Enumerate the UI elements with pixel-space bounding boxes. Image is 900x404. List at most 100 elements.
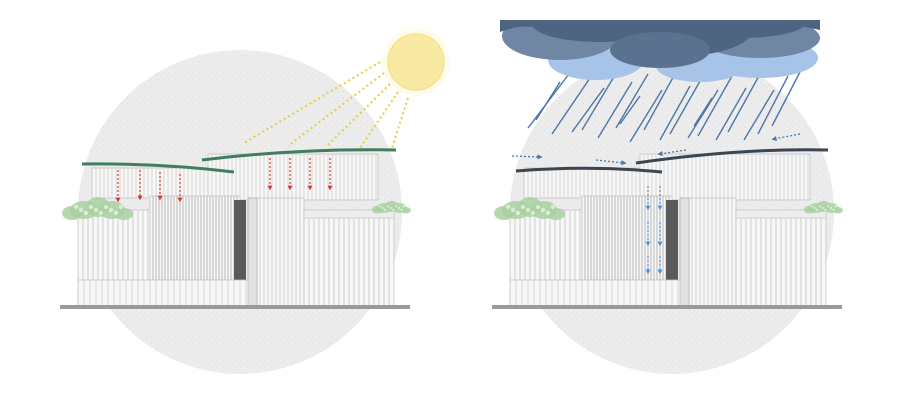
airflow-arrow bbox=[511, 154, 543, 160]
shrub-leaf bbox=[530, 210, 536, 216]
shrub-leaf bbox=[550, 204, 556, 210]
storm-cloud bbox=[500, 0, 820, 82]
rain-streak bbox=[715, 87, 747, 141]
shrub-leaf bbox=[98, 210, 104, 216]
base-band-panel bbox=[509, 279, 681, 307]
shrub-leaf bbox=[535, 204, 541, 210]
door-jamb bbox=[247, 197, 258, 307]
right-wing-lintel bbox=[735, 209, 827, 219]
shrub-leaf bbox=[108, 207, 114, 213]
rain-streak bbox=[551, 77, 591, 135]
green-roof bbox=[201, 148, 397, 162]
airflow-arrow bbox=[595, 159, 627, 166]
rain-streak bbox=[693, 97, 713, 127]
shrub-leaf bbox=[818, 205, 822, 208]
shrub-leaf bbox=[386, 205, 390, 208]
rain-streak bbox=[743, 89, 775, 141]
shrub-leaf bbox=[400, 208, 403, 211]
rain-streak bbox=[757, 75, 789, 135]
shrub-leaf bbox=[525, 207, 531, 213]
rain-streak bbox=[629, 89, 663, 143]
shrub-leaf bbox=[505, 204, 511, 210]
sun-disc bbox=[387, 33, 445, 91]
heat-arrows bbox=[115, 158, 333, 203]
shrub bbox=[803, 205, 815, 214]
cloud-top bbox=[500, 0, 820, 20]
rain-streak bbox=[619, 95, 641, 125]
shrub-leaf bbox=[378, 205, 381, 208]
shrub-leaf bbox=[389, 206, 392, 210]
sun-ray bbox=[243, 61, 381, 144]
cloud-top-edge bbox=[520, 20, 820, 30]
shrub-leaf bbox=[832, 208, 835, 211]
rain-streak bbox=[597, 81, 633, 139]
upper-band-right-panel bbox=[639, 153, 811, 201]
sun-ray bbox=[287, 72, 385, 147]
shrub-leaf bbox=[113, 210, 119, 216]
shrub-leaf bbox=[118, 204, 124, 210]
shrub-leaf bbox=[520, 204, 526, 210]
sun bbox=[380, 26, 452, 98]
shrub-leaf bbox=[824, 208, 827, 211]
shrub bbox=[401, 206, 411, 214]
shrub bbox=[62, 206, 82, 220]
sun-ray bbox=[359, 91, 399, 149]
green-roof bbox=[81, 162, 235, 174]
rain-streak bbox=[697, 75, 733, 137]
shrub-leaf bbox=[381, 206, 384, 210]
airflow-arrow bbox=[771, 133, 801, 142]
rain-streak bbox=[615, 73, 649, 129]
roof bbox=[515, 166, 663, 174]
shrub-leaf bbox=[83, 210, 89, 216]
house-facade bbox=[60, 153, 411, 309]
rain-streak bbox=[771, 71, 801, 127]
shrub bbox=[833, 206, 843, 214]
door-jamb bbox=[679, 197, 690, 307]
base-band-panel bbox=[77, 279, 249, 307]
rain-streak bbox=[581, 69, 619, 131]
shrub-leaf bbox=[88, 204, 94, 210]
house-facade bbox=[492, 153, 843, 309]
shrub-leaf bbox=[394, 205, 398, 208]
shrub-leaf bbox=[403, 205, 406, 208]
shrub bbox=[371, 205, 383, 214]
shrub bbox=[115, 208, 133, 220]
shrub-leaf bbox=[826, 205, 830, 208]
rain-streak bbox=[571, 87, 605, 133]
shrub-leaf bbox=[815, 208, 819, 211]
rain-streak bbox=[669, 73, 705, 135]
shrub-leaf bbox=[383, 208, 387, 211]
upper-band-right-panel bbox=[207, 153, 379, 201]
sun-panel bbox=[60, 26, 452, 374]
dark-slot bbox=[234, 200, 246, 280]
shrub-leaf bbox=[545, 210, 551, 216]
rain-streak bbox=[727, 73, 761, 133]
roof bbox=[635, 148, 829, 165]
shrub-leaf bbox=[829, 206, 833, 210]
shrub-leaf bbox=[821, 206, 824, 210]
rain-streaks bbox=[527, 69, 801, 143]
shrub-leaf bbox=[103, 204, 109, 210]
rain-streak bbox=[687, 89, 719, 139]
shrub-leaf bbox=[392, 208, 395, 211]
airflow-arrows bbox=[511, 133, 801, 166]
shrub-leaf bbox=[93, 207, 99, 213]
shrub-leaf bbox=[810, 205, 813, 208]
rain-panel bbox=[492, 0, 843, 374]
rain-streak bbox=[535, 81, 561, 121]
shrub-leaf bbox=[73, 204, 79, 210]
rain-streak bbox=[643, 71, 677, 131]
shrub-leaf bbox=[515, 210, 521, 216]
dark-slot bbox=[666, 200, 678, 280]
right-wing-lintel bbox=[303, 209, 395, 219]
shrub-leaf bbox=[813, 206, 816, 210]
water-drain-arrows bbox=[645, 186, 663, 275]
airflow-arrow bbox=[657, 149, 687, 157]
shrub bbox=[494, 206, 514, 220]
shrub bbox=[547, 208, 565, 220]
ground-line bbox=[492, 305, 842, 309]
shrub-leaf bbox=[540, 207, 546, 213]
shrub-leaf bbox=[510, 207, 516, 213]
